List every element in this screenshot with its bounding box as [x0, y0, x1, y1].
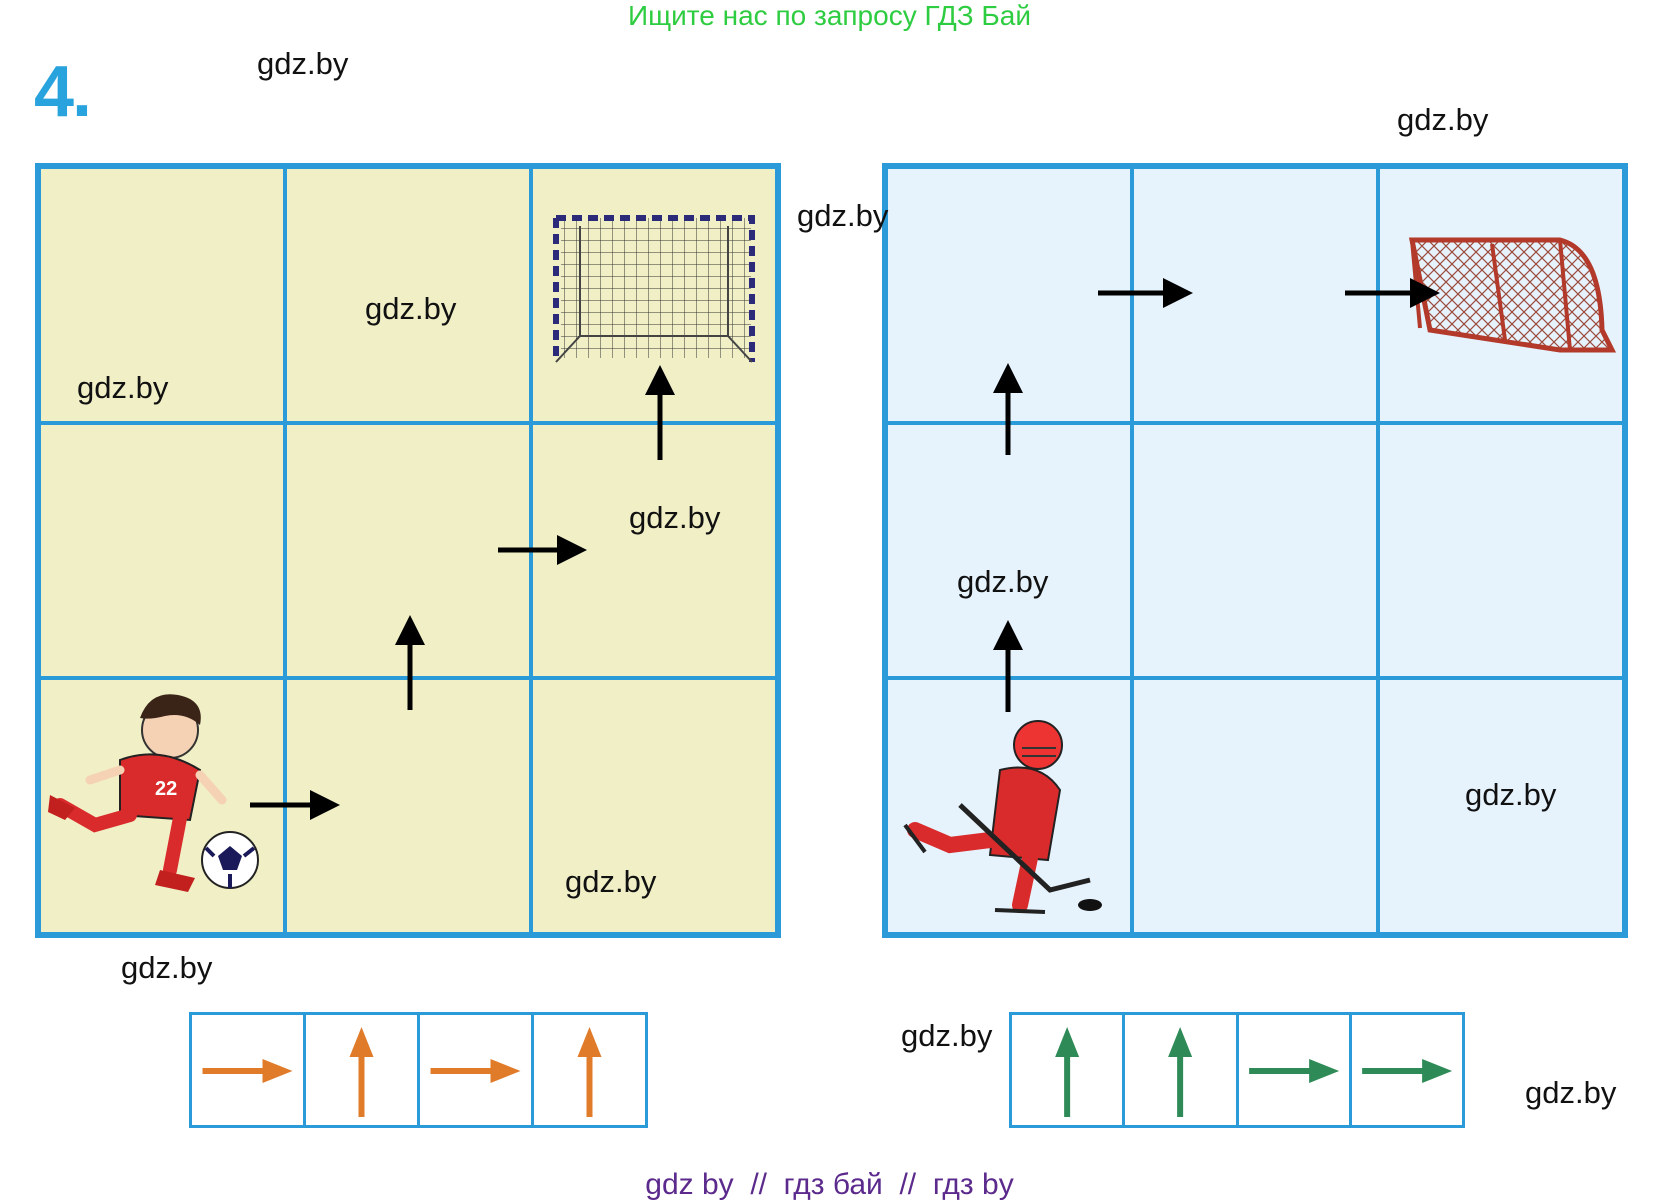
grid-cell: [1132, 678, 1378, 934]
green-arrow-right-icon: [1361, 1059, 1452, 1083]
grid-cell: [886, 422, 1132, 679]
orange-arrow-right-icon: [430, 1059, 521, 1083]
hockey-answer-strip: [1009, 1012, 1465, 1128]
orange-arrow-right-icon: [202, 1059, 293, 1083]
answer-slot: [1239, 1015, 1352, 1125]
watermark: gdz.by: [1397, 102, 1489, 137]
watermark: gdz.by: [565, 864, 657, 899]
answer-slot: [534, 1015, 645, 1125]
grid-cell: [1132, 422, 1378, 679]
watermark: gdz.by: [365, 291, 457, 326]
watermark: gdz.by: [1525, 1075, 1617, 1110]
watermark: gdz.by: [1465, 777, 1557, 812]
grid-cell: [886, 678, 1132, 934]
football-grid: [35, 163, 781, 938]
site-banner: Ищите нас по запросу ГДЗ Бай: [627, 0, 1032, 31]
answer-slot: [192, 1015, 306, 1125]
watermark: gdz.by: [121, 950, 213, 985]
hockey-grid: [882, 163, 1628, 938]
grid-cell: [531, 422, 777, 679]
watermark: gdz.by: [77, 370, 169, 405]
footer-links: gdz by // гдз бай // гдз by: [0, 1168, 1659, 1202]
grid-cell: [531, 167, 777, 423]
green-arrow-up-icon: [1168, 1027, 1193, 1117]
orange-arrow-up-icon: [577, 1027, 602, 1117]
answer-slot: [306, 1015, 420, 1125]
grid-cell: [285, 167, 531, 423]
answer-slot: [420, 1015, 534, 1125]
task-number: 4.: [34, 52, 92, 132]
football-answer-strip: [189, 1012, 648, 1128]
grid-cell: [531, 678, 777, 934]
grid-cell: [285, 422, 531, 679]
watermark: gdz.by: [257, 46, 349, 81]
watermark: gdz.by: [901, 1018, 993, 1053]
answer-slot: [1125, 1015, 1239, 1125]
footer-text: gdz by // гдз бай // гдз by: [645, 1168, 1014, 1201]
grid-cell: [1378, 678, 1624, 934]
orange-arrow-up-icon: [349, 1027, 374, 1117]
watermark: gdz.by: [629, 500, 721, 535]
answer-slot: [1352, 1015, 1462, 1125]
watermark: gdz.by: [957, 564, 1049, 599]
grid-cell: [39, 678, 285, 934]
answer-slot: [1012, 1015, 1126, 1125]
green-arrow-right-icon: [1248, 1059, 1339, 1083]
grid-cell: [1132, 167, 1378, 423]
grid-cell: [1378, 422, 1624, 679]
green-arrow-up-icon: [1055, 1027, 1080, 1117]
grid-cell: [886, 167, 1132, 423]
grid-cell: [1378, 167, 1624, 423]
grid-cell: [39, 422, 285, 679]
grid-cell: [39, 167, 285, 423]
grid-cell: [285, 678, 531, 934]
watermark: gdz.by: [797, 198, 889, 233]
